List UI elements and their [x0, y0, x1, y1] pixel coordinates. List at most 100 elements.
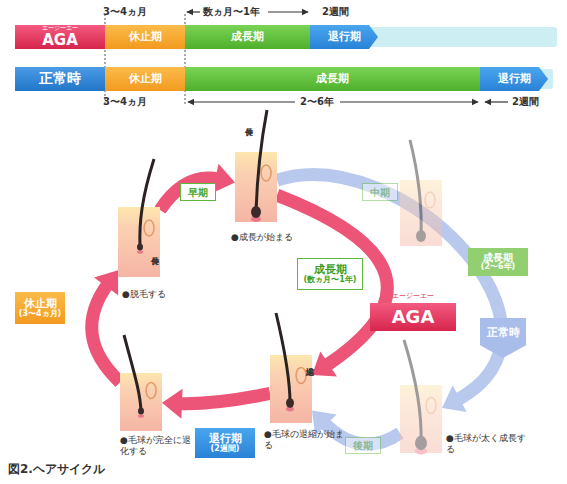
arrow-head: [312, 351, 337, 376]
follicle-caption: ●毛球が太く成長する: [446, 433, 526, 456]
hair-bulb: [138, 407, 144, 414]
node-title: 成長期: [316, 73, 349, 85]
node-title: 成長期: [314, 264, 347, 276]
node-title: 休止期: [129, 31, 162, 43]
sebaceous-gland: [426, 397, 436, 413]
span-arrow: [188, 101, 295, 102]
hair-bulb: [415, 436, 427, 450]
dermal-papilla: [137, 250, 143, 254]
node-subtitle: AGA: [392, 307, 435, 327]
arrow-head: [442, 385, 467, 412]
skin-block: [120, 373, 162, 431]
skin-block: [400, 385, 442, 453]
phase-box: 休止期(3〜4ヵ月): [15, 292, 65, 324]
node-title: 正常時: [487, 327, 520, 339]
follicle-drawing: [118, 207, 160, 277]
stage-tag: 早期: [180, 183, 216, 201]
aga-box: エージーエーAGA: [370, 303, 456, 331]
node-subtitle: (数ヵ月〜1年): [304, 276, 357, 285]
follicle-illustration: [400, 140, 442, 246]
normal-arrow: 正常時: [480, 318, 526, 358]
sebaceous-gland: [425, 192, 435, 208]
phase-segment: 退行期: [480, 67, 548, 91]
span-arrow: [340, 101, 478, 102]
phase-segment: 休止期: [105, 25, 185, 49]
node-title: 退行期: [498, 73, 531, 85]
hair-strand: [124, 335, 141, 411]
stage-label: 正常時: [15, 67, 105, 91]
cycle-arrow: [162, 389, 270, 419]
node-title: 早期: [188, 187, 208, 198]
node-title: 成長期: [231, 31, 264, 43]
node-title: 休止期: [24, 298, 57, 310]
figure-caption: 図2.ヘアサイクル: [8, 463, 105, 476]
stage-label: エージーエーAGA: [15, 25, 105, 49]
follicle-caption: ●毛球の退縮が始まる: [264, 429, 348, 452]
duration-label: 3〜4ヵ月: [103, 96, 147, 107]
hair-bulb: [416, 230, 426, 242]
span-arrow: [187, 11, 200, 12]
node-subtitle: (3〜4ヵ月): [19, 310, 61, 319]
node-title: 退行期: [209, 433, 242, 445]
cycle-arrow-body: [277, 195, 387, 366]
follicle-illustration: 退縮●毛球の退縮が始まる: [270, 355, 312, 423]
hair-strand: [410, 140, 421, 236]
node-subtitle: (2週間): [211, 445, 240, 454]
follicle-illustration: 伸長●成長が始まる: [235, 152, 277, 222]
stage-tag: 中期: [362, 183, 398, 201]
duration-label: 数ヵ月〜1年: [203, 6, 260, 17]
hair-bulb: [251, 206, 261, 218]
follicle-caption: ●毛球が完全に退化する: [120, 435, 192, 458]
hair-strand: [276, 313, 290, 403]
node-title: 退行期: [328, 31, 361, 43]
cycle-arrow: [277, 195, 387, 376]
cycle-arrow-body: [160, 178, 219, 210]
span-arrow: [485, 101, 508, 102]
follicle-illustration: 伸長●脱毛する: [118, 207, 160, 277]
span-arrow: [268, 11, 308, 12]
skin-block: [270, 355, 312, 423]
duration-label: 3〜4ヵ月: [103, 6, 147, 17]
phase-box: 退行期(2週間): [195, 428, 255, 458]
dermal-papilla: [138, 414, 144, 418]
sebaceous-gland: [296, 367, 306, 383]
hair-bulb: [286, 398, 294, 408]
cycle-arrow: [160, 164, 235, 210]
hair-strand: [404, 340, 421, 443]
hair-strand: [140, 159, 154, 247]
arrow-head: [162, 389, 183, 419]
phase-segment: 休止期: [105, 67, 185, 91]
node-subtitle: AGA: [42, 32, 78, 49]
node-title: 休止期: [129, 73, 162, 85]
skin-block: [118, 207, 160, 277]
stage-tag: 後期: [345, 437, 381, 454]
follicle-drawing: [120, 373, 162, 431]
node-subtitle: (2〜6年): [481, 263, 515, 272]
follicle-drawing: [270, 355, 312, 423]
node-title: エージーエー: [370, 292, 456, 301]
node-title: 中期: [370, 187, 390, 198]
duration-label: 2〜6年: [300, 96, 334, 107]
follicle-caption: ●成長が始まる: [231, 232, 331, 243]
skin-block: [235, 152, 277, 222]
follicle-illustration: ●毛球が完全に退化する: [120, 373, 162, 431]
node-title: エージーエー: [42, 25, 78, 32]
sebaceous-gland: [261, 165, 271, 181]
follicle-drawing: [235, 152, 277, 222]
sebaceous-gland: [144, 220, 154, 236]
follicle-caption: ●脱毛する: [122, 289, 212, 300]
follicle-drawing: [400, 385, 442, 453]
cycle-arrow-body: [92, 283, 120, 382]
phase-segment: 成長期: [185, 25, 310, 49]
cycle-arrow: [92, 270, 120, 382]
node-title: 成長期: [483, 252, 513, 263]
hair-bulb: [137, 243, 143, 250]
skin-block: [400, 180, 442, 246]
duration-label: 2週間: [322, 6, 349, 17]
phase-box: 成長期(数ヵ月〜1年): [297, 258, 363, 290]
node-title: 後期: [353, 440, 373, 451]
node-title: 正常時: [39, 71, 81, 86]
hair-strand: [256, 110, 267, 212]
